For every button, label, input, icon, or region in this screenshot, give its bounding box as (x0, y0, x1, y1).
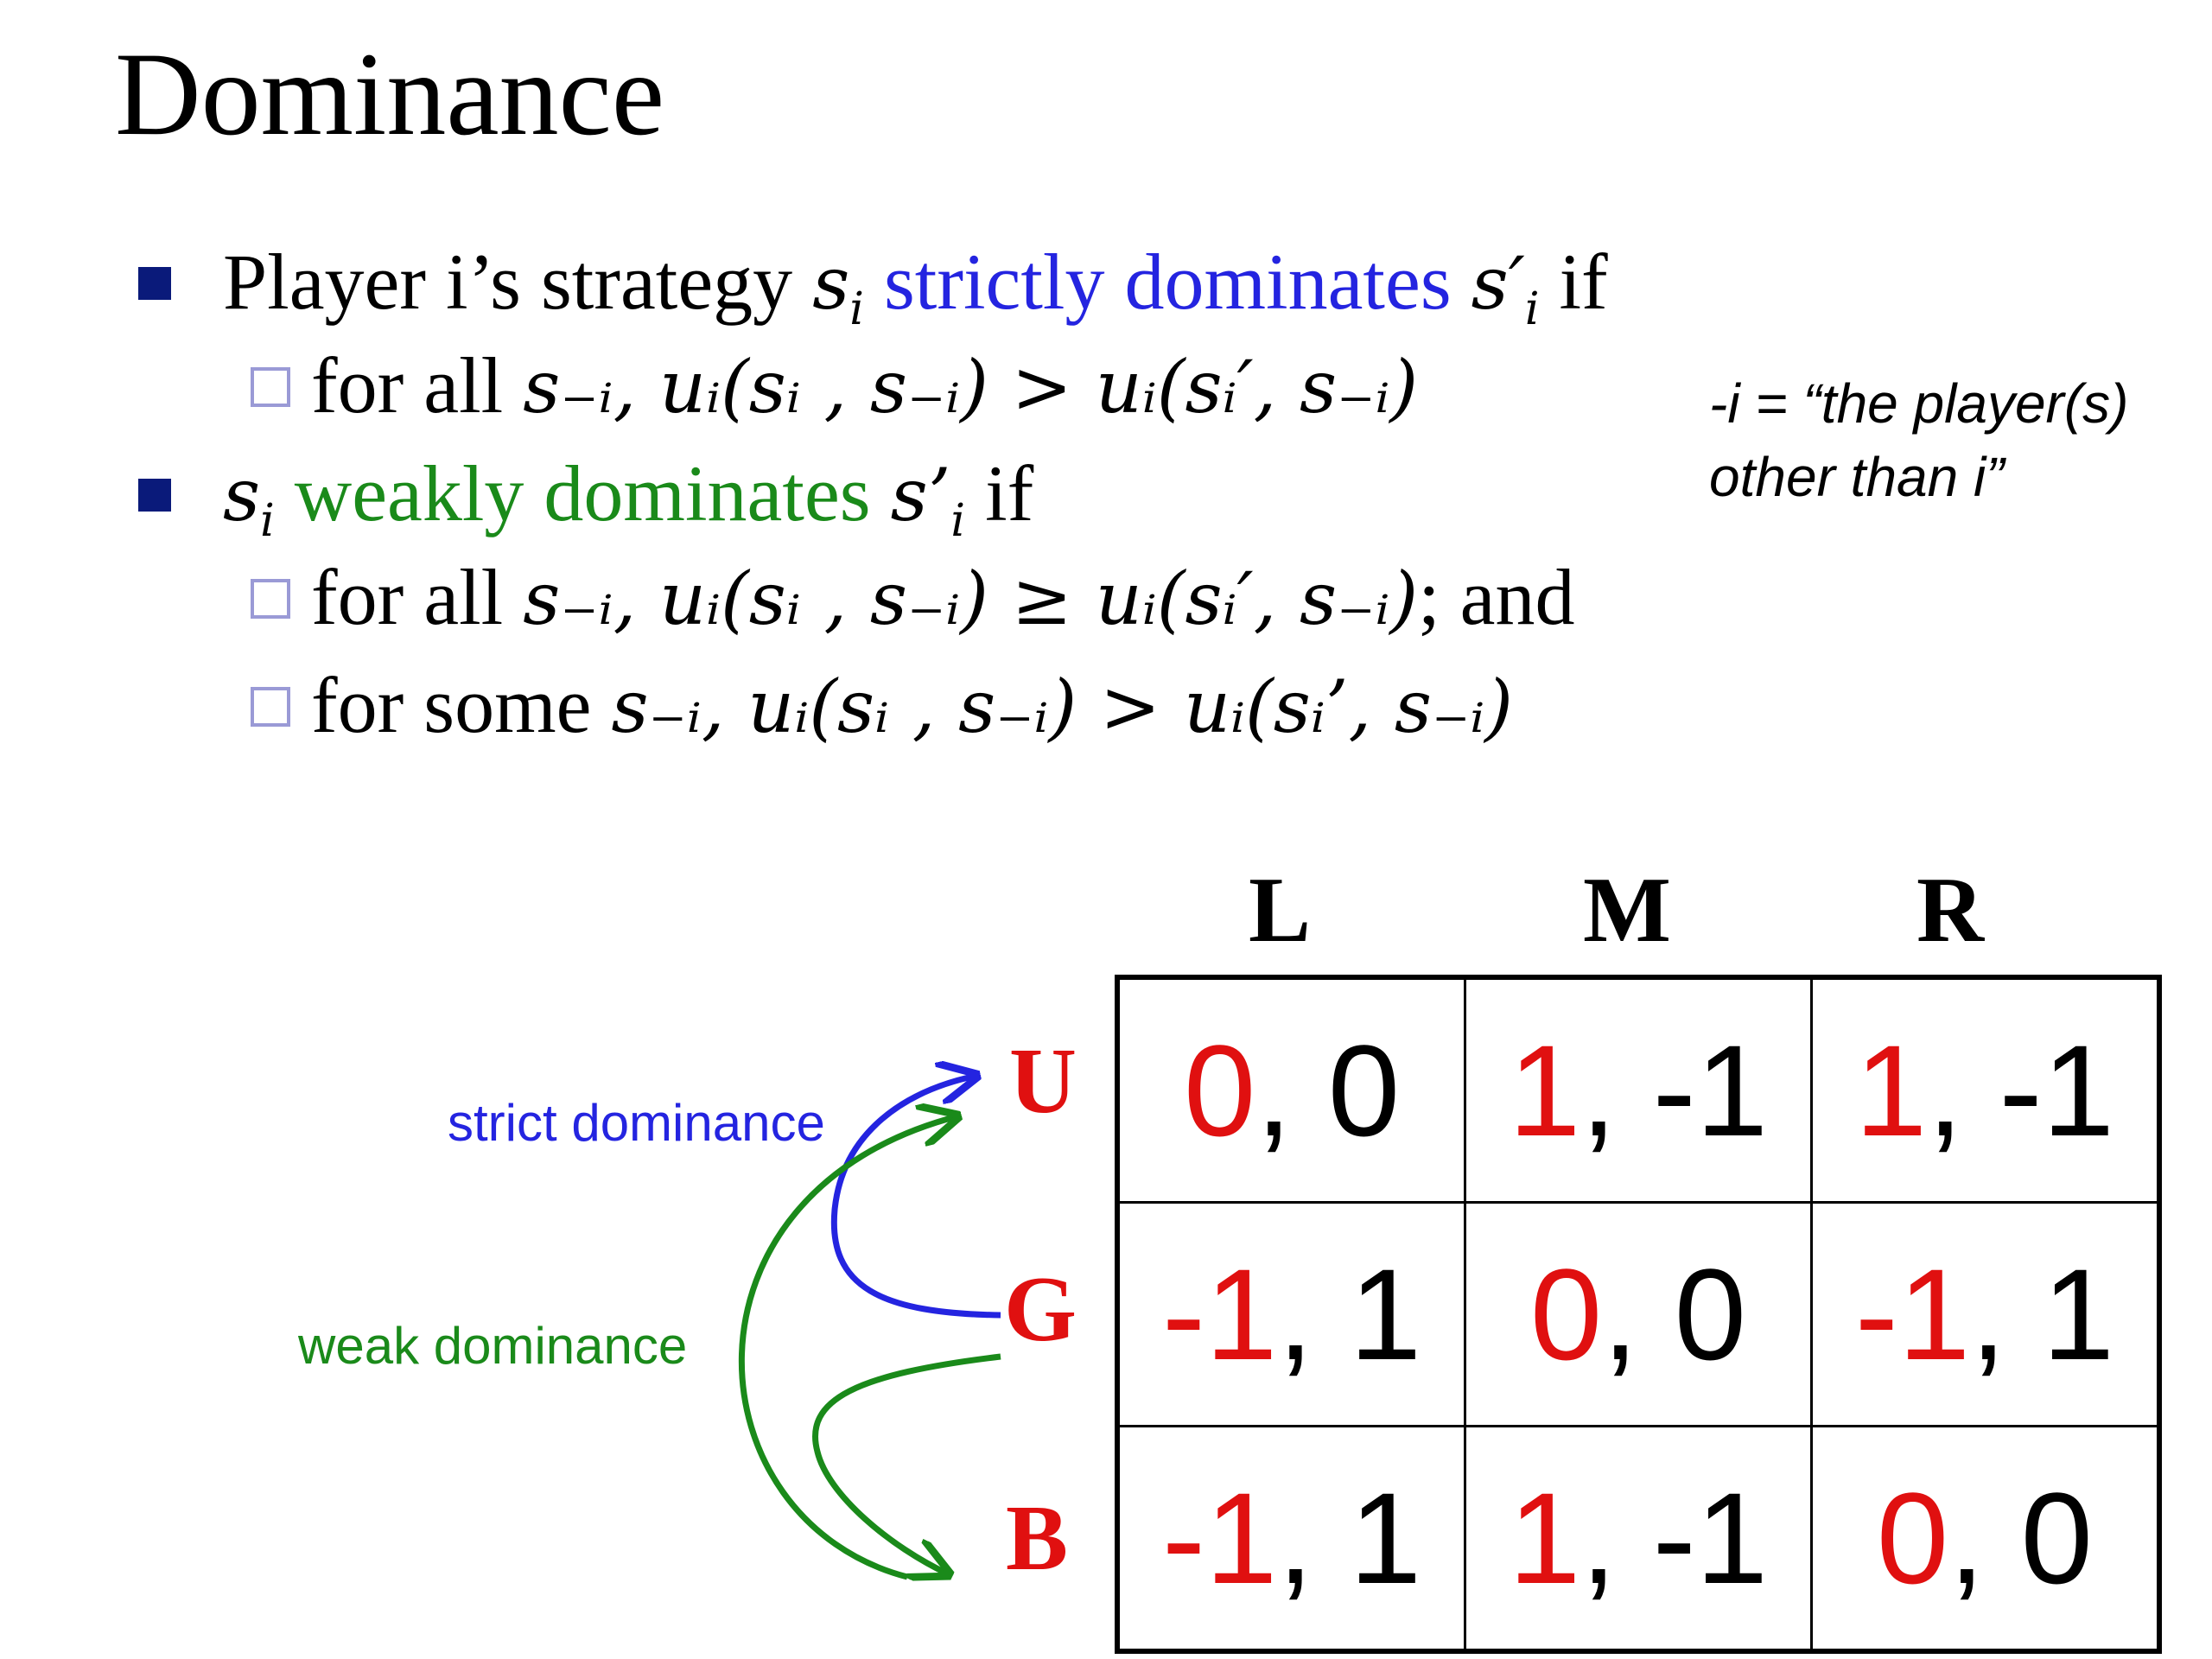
table-row: -1, 1 0, 0 -1, 1 (1115, 1201, 2162, 1427)
bullet-strict: Player i’s strategy si strictly dominate… (138, 242, 1608, 332)
hollow-square-bullet-icon (251, 366, 290, 407)
row-header-b: B (1006, 1487, 1069, 1590)
column-header-l: L (1249, 859, 1312, 962)
strict-dominance-label: strict dominance (448, 1094, 825, 1152)
weak-condition-formula-1: s₋ᵢ, uᵢ(sᵢ , s₋ᵢ) ≥ uᵢ(sᵢ′, s₋ᵢ) (523, 556, 1419, 641)
square-bullet-icon (138, 478, 171, 512)
table-row: 0, 0 1, -1 1, -1 (1115, 975, 2162, 1205)
payoff-cell-b-l: -1, 1 (1115, 1424, 1467, 1654)
payoff-cell-g-m: 0, 0 (1464, 1201, 1813, 1427)
sub-bullet-weak-condition-2: for some s₋ᵢ, uᵢ(sᵢ , s₋ᵢ) > uᵢ(sᵢ’, s₋ᵢ… (251, 665, 1513, 745)
weak-dominance-arrow-to-b (812, 1353, 1001, 1574)
strictly-dominates-term: strictly dominates (883, 238, 1452, 326)
strict-condition-formula: s₋ᵢ, uᵢ(sᵢ , s₋ᵢ) > uᵢ(sᵢ′, s₋ᵢ) (523, 345, 1419, 429)
payoff-matrix: 0, 0 1, -1 1, -1 -1, 1 0, 0 -1, 1 -1, 1 … (1115, 975, 2162, 1654)
note-line-1: -i = “the player(s) (1709, 372, 2129, 435)
payoff-cell-u-r: 1, -1 (1809, 975, 2162, 1205)
note-line-2: other than i” (1709, 446, 2005, 508)
payoff-cell-u-l: 0, 0 (1115, 975, 1467, 1205)
hollow-square-bullet-icon (251, 578, 290, 619)
row-header-u: U (1009, 1030, 1077, 1133)
square-bullet-icon (138, 266, 171, 300)
payoff-cell-b-m: 1, -1 (1464, 1424, 1813, 1654)
weak-dominance-arrow-to-u (739, 1116, 957, 1580)
weakly-dominates-term: weakly dominates (294, 449, 871, 537)
row-header-g: G (1004, 1258, 1077, 1361)
column-header-r: R (1916, 859, 1984, 962)
table-row: -1, 1 1, -1 0, 0 (1115, 1424, 2162, 1654)
bullet-weak: si weakly dominates s’i if (138, 454, 1033, 543)
payoff-cell-u-m: 1, -1 (1464, 975, 1813, 1205)
weak-dominance-label: weak dominance (298, 1317, 688, 1375)
sub-bullet-weak-condition-1: for all s₋ᵢ, uᵢ(sᵢ , s₋ᵢ) ≥ uᵢ(sᵢ′, s₋ᵢ)… (251, 557, 1575, 637)
sub-bullet-strict-condition: for all s₋ᵢ, uᵢ(sᵢ , s₋ᵢ) > uᵢ(sᵢ′, s₋ᵢ) (251, 346, 1418, 425)
strict-dominance-arrow (830, 1076, 1001, 1319)
column-header-m: M (1583, 859, 1671, 962)
weak-condition-formula-2: s₋ᵢ, uᵢ(sᵢ , s₋ᵢ) > uᵢ(sᵢ’, s₋ᵢ) (611, 664, 1514, 749)
payoff-cell-g-r: -1, 1 (1809, 1201, 2162, 1427)
payoff-cell-b-r: 0, 0 (1809, 1424, 2162, 1654)
hollow-square-bullet-icon (251, 686, 290, 727)
page-title: Dominance (115, 28, 665, 160)
payoff-cell-g-l: -1, 1 (1115, 1201, 1467, 1427)
